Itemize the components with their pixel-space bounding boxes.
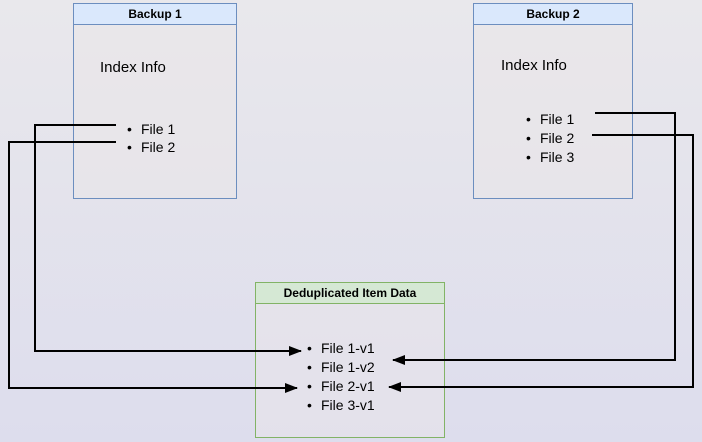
backup1-index-info-label: Index Info bbox=[100, 59, 166, 76]
dedup-item-list: File 1-v1File 1-v2File 2-v1File 3-v1 bbox=[307, 339, 375, 415]
backup2-title: Backup 2 bbox=[474, 4, 632, 25]
backup2-box: Backup 2 Index Info File 1File 2File 3 bbox=[473, 3, 633, 199]
backup1-file-list: File 1File 2 bbox=[127, 120, 175, 156]
dedup-title: Deduplicated Item Data bbox=[256, 283, 444, 304]
backup1-file-item: File 2 bbox=[127, 138, 175, 156]
dedup-item: File 2-v1 bbox=[307, 377, 375, 396]
backup1-file-item: File 1 bbox=[127, 120, 175, 138]
backup2-file-item: File 2 bbox=[526, 129, 574, 148]
backup2-index-info-label: Index Info bbox=[501, 57, 567, 74]
dedup-item: File 1-v1 bbox=[307, 339, 375, 358]
backup2-file-list: File 1File 2File 3 bbox=[526, 110, 574, 167]
dedup-item: File 1-v2 bbox=[307, 358, 375, 377]
backup1-title: Backup 1 bbox=[74, 4, 236, 25]
dedup-item: File 3-v1 bbox=[307, 396, 375, 415]
backup1-box: Backup 1 Index Info File 1File 2 bbox=[73, 3, 237, 199]
backup2-file-item: File 3 bbox=[526, 148, 574, 167]
backup2-file-item: File 1 bbox=[526, 110, 574, 129]
deduplicated-item-data-box: Deduplicated Item Data File 1-v1File 1-v… bbox=[255, 282, 445, 438]
